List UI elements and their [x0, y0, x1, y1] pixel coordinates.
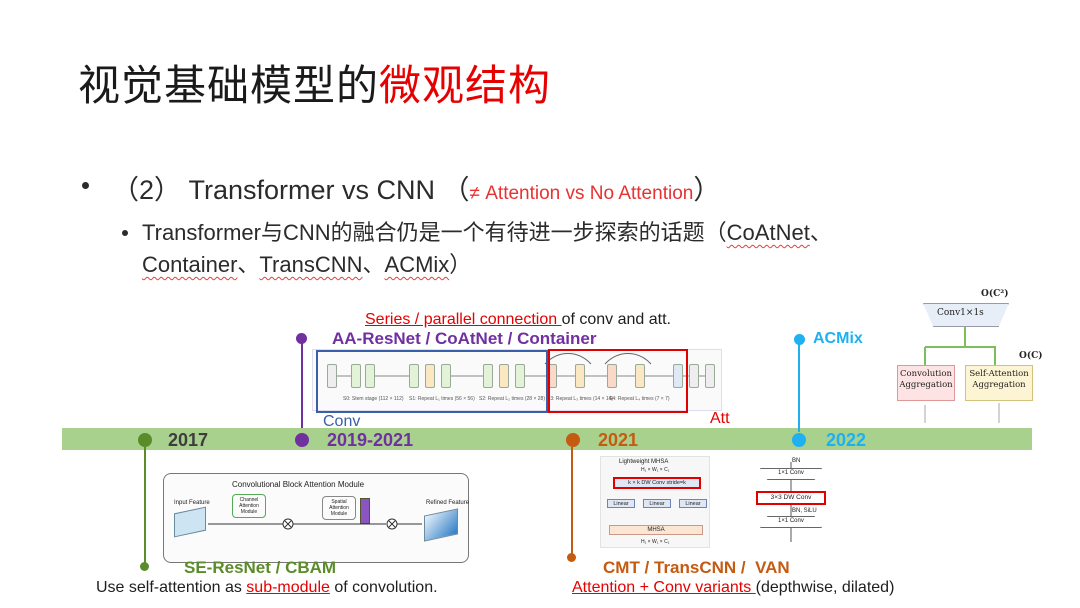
marker-2022 — [792, 433, 806, 447]
acmix-label: ACMix — [813, 330, 863, 347]
attention-region-box — [548, 349, 688, 413]
ref-transcnn: TransCNN — [259, 252, 363, 277]
van-figure: BN 1×1 Conv 3×3 DW Conv BN, SiLU 1×1 Con… — [752, 458, 830, 544]
timeline-ellipsis: ... — [726, 434, 744, 450]
not-equal-note: ≠ Attention vs No Attention — [469, 183, 694, 204]
slide-title-highlight: 微观结构 — [379, 61, 552, 110]
stem-2022 — [798, 340, 800, 432]
marker-top-2019 — [296, 333, 307, 344]
year-2022: 2022 — [826, 430, 867, 450]
ref-container: Container — [142, 252, 238, 277]
year-2021: 2021 — [598, 430, 639, 450]
marker-bottom-2021 — [567, 553, 576, 562]
stem-2017 — [144, 447, 146, 567]
marker-2017 — [138, 433, 152, 447]
sub-module-caption: Use self-attention as sub-module of conv… — [96, 579, 438, 596]
coatnet-figure: S0: Stem stage (112 × 112) S1: Repeat L₁… — [312, 349, 722, 411]
marker-top-2022 — [794, 334, 805, 345]
conv-region-box — [316, 350, 548, 413]
bullet-dot — [122, 230, 128, 236]
ref-coatnet: CoAtNet — [726, 220, 810, 245]
marker-2021 — [566, 433, 580, 447]
conv-label: Conv — [323, 413, 361, 430]
ref-acmix: ACMix — [384, 252, 450, 277]
marker-bottom-2017 — [140, 562, 149, 571]
series-parallel-caption: Series / parallel connection of conv and… — [365, 311, 671, 328]
bullet-2: Transformer与CNN的融合仍是一个有待进一步探索的话题（CoAtNet… — [122, 217, 1002, 283]
se-resnet-cbam-label: SE-ResNet / CBAM — [184, 558, 337, 577]
slide-title: 视觉基础模型的微观结构 — [78, 61, 552, 110]
stem-2019 — [301, 340, 303, 440]
bullet-dot — [82, 182, 89, 189]
year-2019-2021: 2019-2021 — [327, 430, 414, 450]
year-2017: 2017 — [168, 430, 209, 450]
model-group-aa-resnet: AA-ResNet / CoAtNet / Container — [332, 329, 597, 348]
cmt-transcnn-van-label: CMT / TransCNN / VAN — [603, 558, 790, 577]
bullet-1: （2） Transformer vs CNN （≠ Attention vs N… — [82, 168, 882, 205]
marker-2019 — [295, 433, 309, 447]
att-label: Att — [710, 410, 730, 427]
conv-variants-caption: Attention + Conv variants (depthwise, di… — [572, 579, 895, 596]
cmt-figure: Lightweight MHSA H₁ × W₁ × C₁ k × k DW C… — [600, 456, 710, 548]
cbam-figure: Convolutional Block Attention Module Inp… — [163, 473, 469, 563]
stem-2021 — [571, 447, 573, 557]
acmix-figure: O(C²) Conv1×1s O(C) Convolution Aggregat… — [895, 285, 1043, 425]
